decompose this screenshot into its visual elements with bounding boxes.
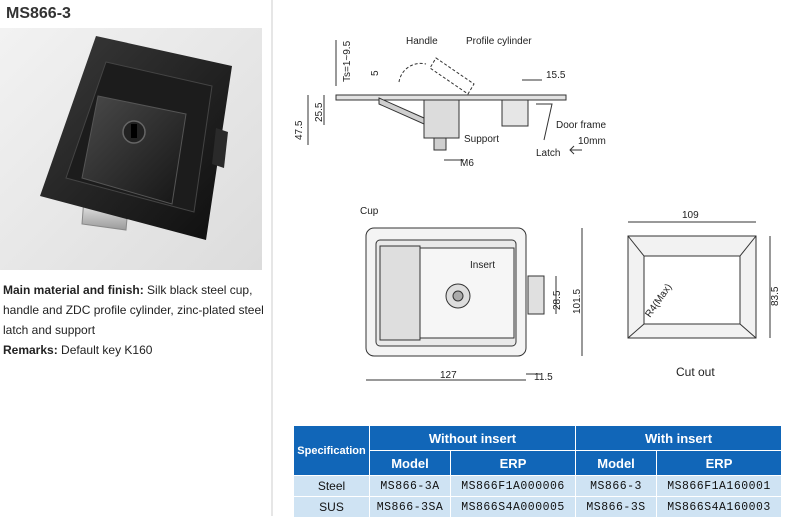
label-latch: Latch [536, 148, 560, 159]
label-door-frame: Door frame [556, 120, 606, 131]
label-stroke: 10mm [578, 136, 606, 147]
material-text: Silk black steel cup, handle and ZDC pro… [3, 283, 264, 337]
row-erp-with: MS866S4A160003 [656, 496, 783, 518]
label-cut-out: Cut out [676, 365, 715, 379]
row-model-with: MS866-3 [575, 475, 658, 497]
front-view-labels: Cup Insert 127 11.5 101.5 28.5 [360, 206, 583, 383]
row-model-without: MS866-3A [369, 475, 451, 497]
dim-83-5: 83.5 [770, 286, 781, 306]
remarks-text: Default key K160 [61, 343, 153, 357]
product-photo [0, 28, 262, 270]
front-view [365, 227, 583, 381]
row-spec: Steel [293, 475, 370, 497]
technical-drawing: Handle Profile cylinder Support Door fra… [294, 36, 781, 383]
row-erp-with: MS866F1A160001 [656, 475, 783, 497]
dim-47-5: 47.5 [294, 120, 305, 140]
panel-divider [271, 0, 273, 516]
label-insert: Insert [470, 260, 495, 271]
col-model-without: Model [369, 450, 451, 476]
dim-11-5: 11.5 [534, 372, 553, 383]
col-model-with: Model [575, 450, 658, 476]
product-description: Main material and finish: Silk black ste… [3, 280, 265, 360]
label-handle: Handle [406, 36, 438, 47]
product-title: MS866-3 [6, 5, 71, 22]
dim-ts: Ts=1~9.5 [342, 40, 353, 82]
latch-photo-illustration [40, 36, 232, 240]
dim-15-5: 15.5 [546, 70, 566, 81]
row-erp-without: MS866S4A000005 [449, 496, 577, 518]
dim-127: 127 [440, 370, 457, 381]
dim-25-5: 25.5 [314, 102, 325, 122]
label-cup: Cup [360, 206, 379, 217]
material-label: Main material and finish: [3, 283, 144, 297]
spec-table: Specification Without insert With insert… [293, 425, 783, 518]
row-erp-without: MS866F1A000006 [449, 475, 577, 497]
table-row: SUS MS866-3SA MS866S4A000005 MS866-3S MS… [293, 496, 783, 518]
row-model-with: MS866-3S [575, 496, 658, 518]
cutout-view [627, 221, 771, 339]
col-erp-without: ERP [449, 450, 577, 476]
group-without-insert: Without insert [368, 425, 577, 451]
dim-m6: M6 [460, 158, 474, 169]
remarks-label: Remarks: [3, 343, 58, 357]
spec-header: Specification [293, 425, 370, 476]
col-erp-with: ERP [656, 450, 783, 476]
product-panel: MS866-3 [0, 0, 272, 516]
row-spec: SUS [293, 496, 370, 518]
side-view-labels: Handle Profile cylinder Support Door fra… [294, 36, 606, 169]
dim-5: 5 [370, 70, 381, 76]
dim-28-5: 28.5 [552, 290, 563, 310]
group-with-insert: With insert [575, 425, 783, 451]
dim-101-5: 101.5 [572, 289, 583, 314]
label-support: Support [464, 134, 499, 145]
side-view [307, 40, 582, 161]
label-profile-cylinder: Profile cylinder [466, 36, 532, 47]
dim-109: 109 [682, 210, 699, 221]
table-row: Steel MS866-3A MS866F1A000006 MS866-3 MS… [293, 475, 783, 497]
row-model-without: MS866-3SA [369, 496, 451, 518]
